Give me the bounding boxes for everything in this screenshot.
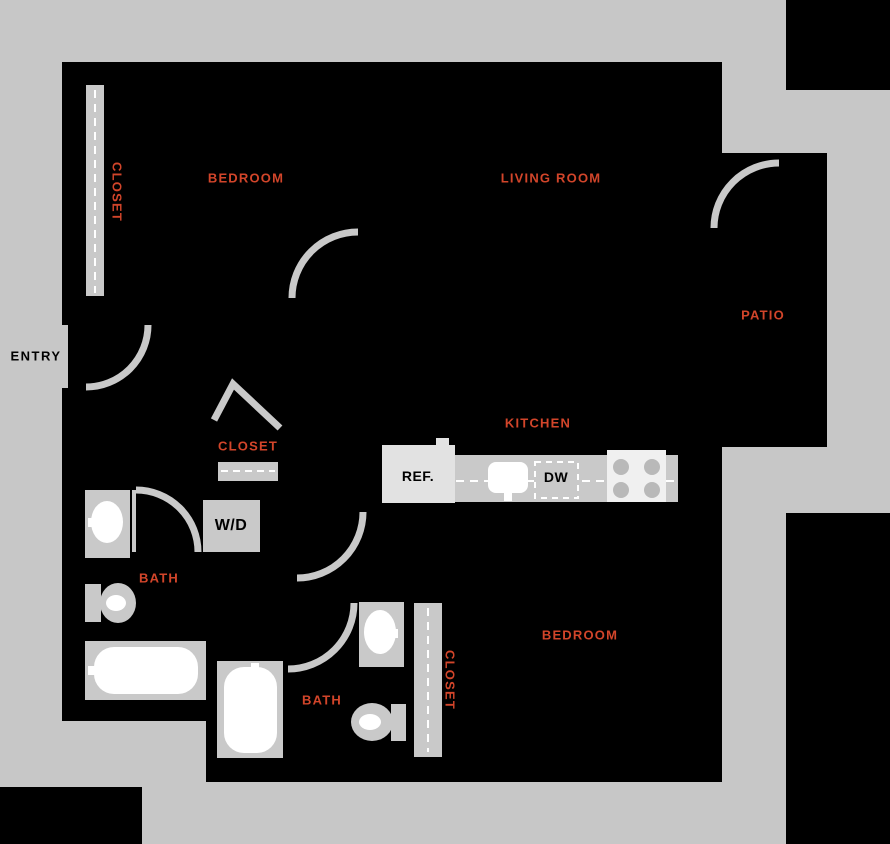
washer-dryer-box: [203, 500, 260, 552]
bedroom1-door-arc: [288, 228, 359, 299]
bath2-door-arc: [287, 602, 358, 673]
dishwasher-label: DW: [543, 469, 569, 485]
kitchen-label: KITCHEN: [504, 415, 572, 431]
patio-label: PATIO: [741, 307, 785, 323]
washer-dryer-label: W/D: [214, 517, 248, 534]
patio-door-arc: [710, 159, 780, 229]
living-room-label: LIVING ROOM: [500, 170, 602, 186]
bath2-vanity-sink-fixture: [359, 602, 404, 667]
neighbor-unit-top-right: [786, 0, 890, 90]
lower-closet-sliding-door: [414, 603, 442, 757]
upper-closet-sliding-door: [86, 85, 104, 296]
upper-closet-label: CLOSET: [109, 162, 125, 222]
bath1-toilet-fixture: [85, 583, 136, 623]
entry-label: ENTRY: [10, 348, 62, 364]
lower-closet-label: CLOSET: [442, 650, 458, 710]
bath1-bathtub-fixture: [85, 641, 206, 700]
bath2-shower-tub-fixture: [217, 661, 283, 758]
hall-closet-label: CLOSET: [218, 438, 278, 454]
bedroom1-label: BEDROOM: [207, 170, 285, 186]
kitchen-sink-fixture: [488, 462, 528, 501]
bath1-door-arc: [135, 486, 202, 553]
bath2-label: BATH: [302, 692, 342, 708]
dishwasher-fixture: [534, 461, 579, 499]
main-unit-footprint: [62, 62, 827, 782]
refrigerator-label: REF.: [401, 468, 435, 484]
hall-door-arc: [296, 511, 367, 582]
refrigerator-fixture: [382, 438, 455, 503]
neighbor-unit-bottom-right: [786, 513, 890, 844]
hall-closet-shelf: [218, 462, 278, 481]
stove-fixture: [607, 450, 666, 502]
hall-closet-bifold-doors: [210, 378, 283, 431]
bath1-label: BATH: [139, 570, 179, 586]
bath1-vanity-sink-fixture: [85, 490, 130, 558]
bath2-toilet-fixture: [351, 703, 406, 741]
entry-door-opening: [62, 325, 68, 388]
neighbor-unit-bottom-left: [0, 787, 142, 844]
entry-door-arc: [85, 324, 152, 391]
bedroom2-label: BEDROOM: [541, 627, 619, 643]
